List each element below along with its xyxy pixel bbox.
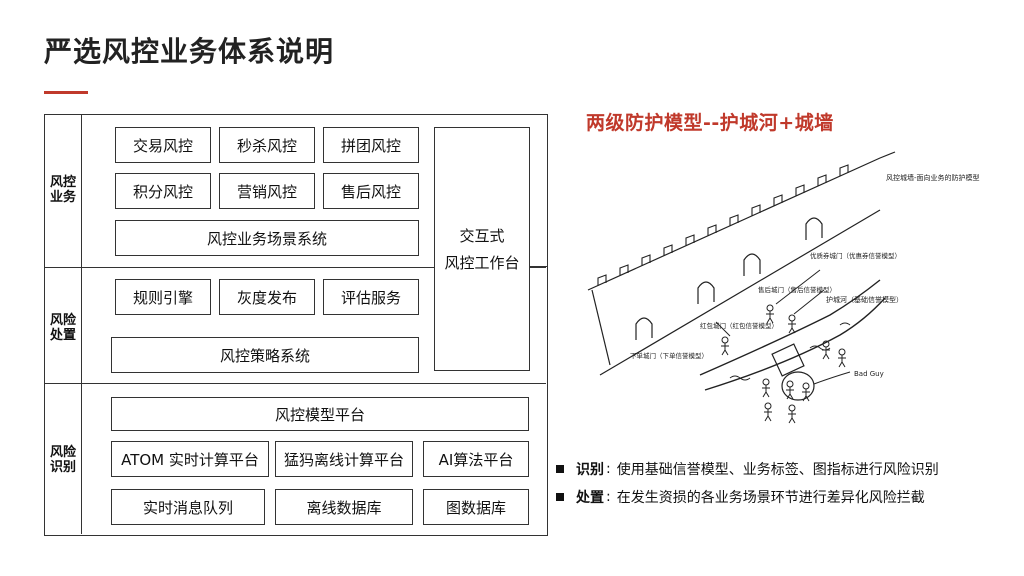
moat-lower bbox=[704, 297, 886, 391]
module-scene-system: 风控业务场景系统 bbox=[115, 220, 419, 256]
bullet-title: 识别 bbox=[576, 462, 604, 478]
label-redpacket-gate: 红包城门（红包信誉模型） bbox=[700, 321, 778, 330]
module-evaluation-service: 评估服务 bbox=[323, 279, 419, 315]
module-mammut-offline: 猛犸离线计算平台 bbox=[275, 441, 413, 477]
architecture-diagram: 风控 业务 风险 处置 风险 识别 交易风控 秒杀风控 拼团风控 积分风控 营销… bbox=[44, 114, 548, 536]
bad-guy-pointer bbox=[813, 371, 851, 385]
row-label-business: 风控 业务 bbox=[49, 175, 76, 205]
defense-model-sketch: 风控城墙-面向业务的防护模型 优质券城门（优惠券信誉模型） 售后城门（售后信誉模… bbox=[587, 151, 980, 424]
bad-guy-circle bbox=[781, 371, 815, 401]
module-interactive-workbench: 交互式 风控工作台 bbox=[434, 127, 530, 371]
page-title: 严选风控业务体系说明 bbox=[44, 35, 335, 68]
module-gray-release: 灰度发布 bbox=[219, 279, 315, 315]
label-wall: 风控城墙-面向业务的防护模型 bbox=[886, 173, 980, 182]
workbench-line2: 风控工作台 bbox=[444, 254, 520, 272]
label-premium-gate: 优质券城门（优惠券信誉模型） bbox=[810, 251, 901, 260]
workbench-connector-left bbox=[419, 267, 434, 268]
wall-inner-edge bbox=[599, 209, 881, 376]
bullet-square-icon bbox=[556, 465, 564, 473]
bullet-text: 使用基础信誉模型、业务标签、图指标进行风险识别 bbox=[616, 462, 939, 478]
title-underline bbox=[44, 91, 88, 94]
row-label-disposal: 风险 处置 bbox=[49, 313, 76, 343]
workbench-line1: 交互式 bbox=[459, 227, 505, 245]
label-bad-guy: Bad Guy bbox=[854, 370, 884, 378]
row-divider-2 bbox=[45, 383, 546, 384]
label-column-divider bbox=[81, 115, 82, 534]
wall-top-edge bbox=[587, 151, 896, 291]
module-strategy-system: 风控策略系统 bbox=[111, 337, 419, 373]
bullet-disposal: 处置 : 在发生资损的各业务场景环节进行差异化风险拦截 bbox=[556, 484, 1024, 510]
module-rule-engine: 规则引擎 bbox=[115, 279, 211, 315]
module-realtime-mq: 实时消息队列 bbox=[111, 489, 265, 525]
gate-arrows bbox=[715, 269, 825, 337]
module-groupbuy-risk: 拼团风控 bbox=[323, 127, 419, 163]
diagram-right-connector bbox=[529, 266, 548, 267]
bullet-colon: : bbox=[606, 489, 611, 505]
summary-bullets: 识别 : 使用基础信誉模型、业务标签、图指标进行风险识别 处置 : 在发生资损的… bbox=[556, 456, 1024, 512]
row-divider-1 bbox=[45, 267, 546, 268]
module-atom-realtime: ATOM 实时计算平台 bbox=[111, 441, 269, 477]
battlements bbox=[597, 164, 849, 286]
stick-figures bbox=[721, 304, 846, 424]
label-order-gate: 下单城门（下单信誉模型） bbox=[630, 351, 708, 360]
label-aftersale-gate: 售后城门（售后信誉模型） bbox=[758, 285, 836, 294]
module-points-risk: 积分风控 bbox=[115, 173, 211, 209]
module-trade-risk: 交易风控 bbox=[115, 127, 211, 163]
bullet-text: 在发生资损的各业务场景环节进行差异化风险拦截 bbox=[616, 490, 925, 506]
module-aftersale-risk: 售后风控 bbox=[323, 173, 419, 209]
bullet-title: 处置 bbox=[576, 490, 604, 506]
module-flashsale-risk: 秒杀风控 bbox=[219, 127, 315, 163]
defense-model-title: 两级防护模型--护城河+城墙 bbox=[586, 112, 834, 134]
bullet-identification: 识别 : 使用基础信誉模型、业务标签、图指标进行风险识别 bbox=[556, 456, 1024, 482]
module-ai-platform: AI算法平台 bbox=[423, 441, 529, 477]
row-label-identification: 风险 识别 bbox=[49, 445, 76, 475]
module-model-platform: 风控模型平台 bbox=[111, 397, 529, 431]
bullet-square-icon bbox=[556, 493, 564, 501]
gates bbox=[635, 217, 823, 340]
label-moat: 护城河（基础信誉模型） bbox=[826, 295, 903, 304]
moat-upper bbox=[699, 279, 881, 376]
module-offline-db: 离线数据库 bbox=[275, 489, 413, 525]
bullet-colon: : bbox=[606, 461, 611, 477]
module-graph-db: 图数据库 bbox=[423, 489, 529, 525]
module-marketing-risk: 营销风控 bbox=[219, 173, 315, 209]
bridge bbox=[771, 343, 805, 377]
wall-left-edge bbox=[591, 289, 611, 366]
